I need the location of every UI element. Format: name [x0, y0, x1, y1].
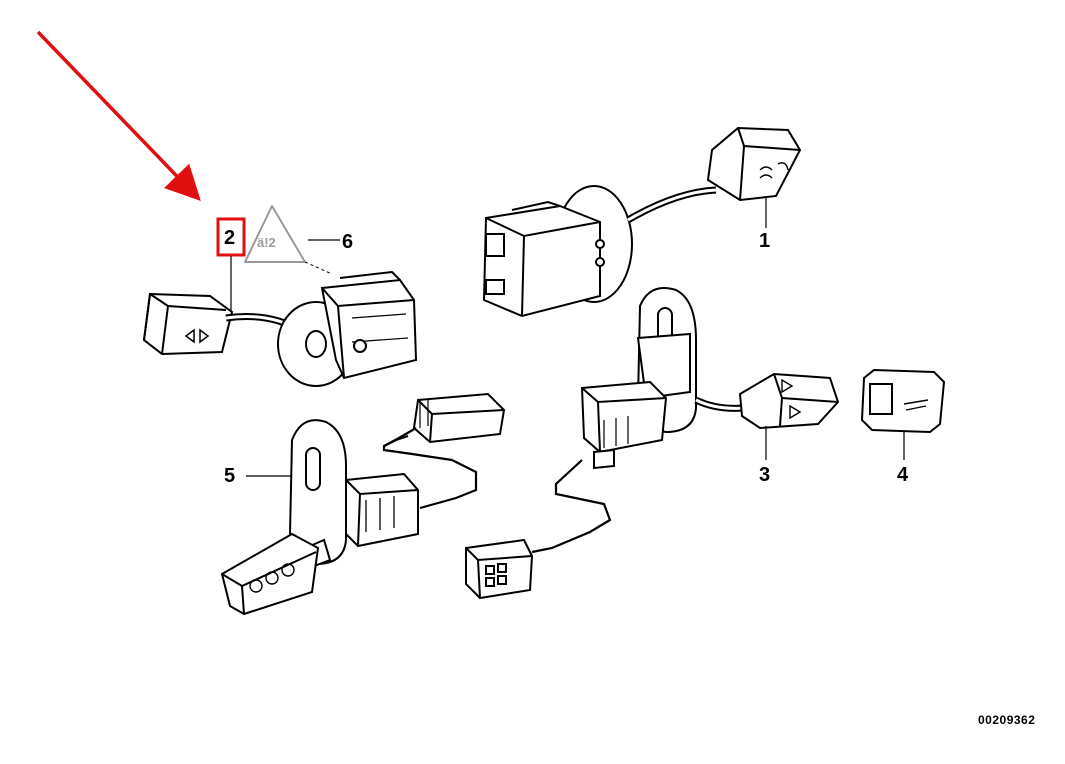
part-number-4: 4 — [897, 464, 909, 486]
connector-bottom — [465, 538, 534, 600]
highlight-box — [216, 217, 246, 257]
part-number-3: 3 — [759, 464, 771, 486]
part-3-stalk-assembly — [580, 287, 840, 470]
part-2-stalk-switch — [142, 270, 418, 387]
connector-top — [412, 392, 506, 444]
part-number-1: 1 — [759, 230, 771, 252]
part-1-wiper-switch — [482, 126, 802, 318]
part-number-5: 5 — [224, 465, 236, 487]
part-4-cap — [860, 368, 946, 434]
wiring-harness-left — [382, 427, 478, 510]
part-6-warning-label: ä!2 — [244, 205, 306, 263]
leader-6b — [304, 261, 333, 275]
part-5-cruise-stalk — [220, 419, 419, 616]
pointer-arrow — [36, 30, 201, 202]
svg-text:ä!2: ä!2 — [257, 235, 276, 250]
drawing-id: 00209362 — [978, 713, 1036, 727]
part-number-2: 2 — [224, 227, 236, 249]
wiring-harness-right — [531, 459, 612, 554]
part-number-6: 6 — [342, 231, 354, 253]
